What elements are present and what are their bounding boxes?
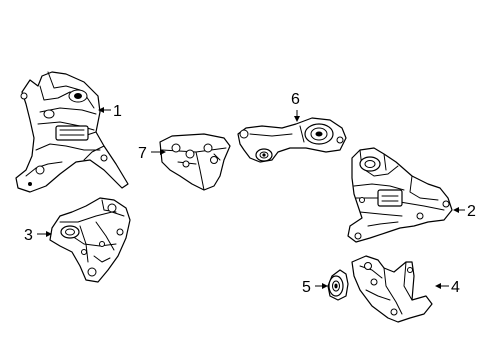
arrowhead-6	[294, 116, 300, 122]
callout-label-4: 4	[451, 279, 460, 296]
callout-label-3: 3	[24, 227, 33, 244]
callout-label-5: 5	[302, 279, 311, 296]
callout-label-2: 2	[467, 203, 476, 220]
arrowhead-2	[453, 207, 459, 213]
callout-5-group: 5	[302, 279, 328, 296]
callout-label-7: 7	[138, 145, 147, 162]
engine-mount-part-1	[15, 71, 129, 193]
callout-6-group: 6	[291, 91, 300, 122]
mount-bracket-part-3	[49, 197, 131, 283]
callout-4-group: 4	[435, 279, 460, 296]
callout-1-group: 1	[98, 103, 122, 120]
callout-7-group: 7	[138, 145, 166, 162]
arrowhead-5	[322, 283, 328, 289]
callout-3-group: 3	[24, 227, 52, 244]
callout-label-1: 1	[113, 103, 122, 120]
arrowhead-3	[46, 231, 52, 237]
mount-bracket-part-7	[159, 133, 231, 191]
callout-label-6: 6	[291, 91, 300, 108]
callout-2-group: 2	[453, 203, 476, 220]
arrowhead-1	[98, 107, 104, 113]
arrowhead-7	[160, 149, 166, 155]
arrowhead-4	[435, 283, 441, 289]
bracket-part-4	[351, 255, 433, 323]
torque-rod-part-6	[237, 117, 347, 163]
transmission-mount-part-2	[347, 147, 453, 243]
bushing-part-5	[327, 269, 349, 301]
